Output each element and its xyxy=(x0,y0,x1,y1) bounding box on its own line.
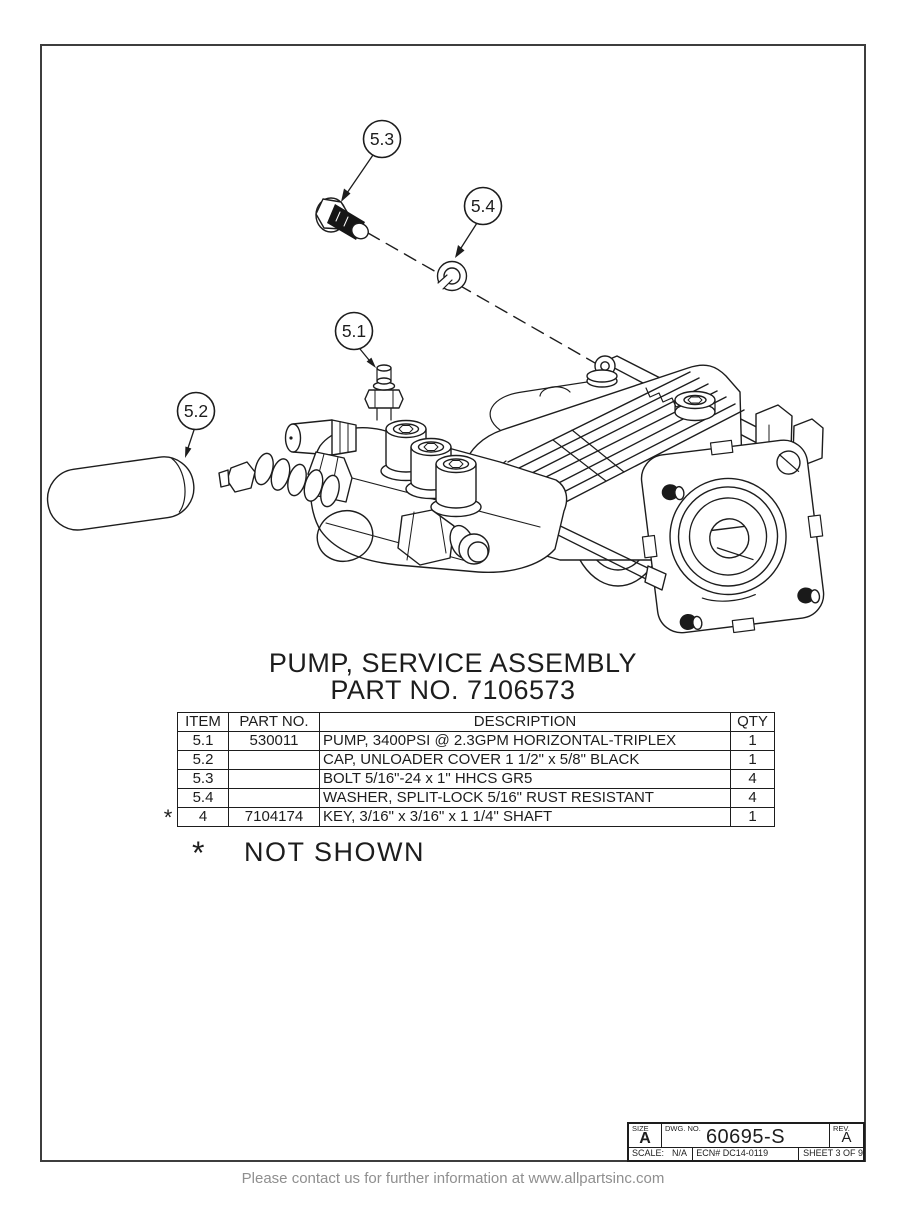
cell-description: WASHER, SPLIT-LOCK 5/16" RUST RESISTANT xyxy=(319,788,731,808)
dwg-no-cell: DWG. NO. 60695-S xyxy=(662,1124,830,1147)
flange-stud xyxy=(661,484,821,631)
balloon-5-1 xyxy=(334,311,374,351)
table-row: 5.2 CAP, UNLOADER COVER 1 1/2" x 5/8" BL… xyxy=(177,750,775,770)
title-block-top-row: SIZE A DWG. NO. 60695-S REV. A xyxy=(629,1124,863,1148)
not-shown-label: NOT SHOWN xyxy=(244,837,425,867)
ecn-cell: ECN# DC14-0119 xyxy=(692,1148,800,1160)
balloon-5-4 xyxy=(463,186,503,226)
not-shown-row-marker: * xyxy=(163,805,173,830)
header-description: DESCRIPTION xyxy=(319,712,731,732)
cell-part-no xyxy=(228,788,320,808)
assembly-axis-dashed-line xyxy=(367,232,603,368)
scale-value: N/A xyxy=(672,1148,688,1158)
outlet-fitting-drawing xyxy=(397,509,490,566)
size-value: A xyxy=(639,1130,651,1147)
balloon-5-2 xyxy=(176,391,216,431)
header-qty: QTY xyxy=(730,712,775,732)
balloon-5-2-label: 5.2 xyxy=(184,401,208,421)
cell-item: 4 xyxy=(177,807,229,827)
valve-cap-drawing xyxy=(380,419,482,518)
size-label: SIZE xyxy=(632,1124,649,1133)
washer-drawing xyxy=(436,260,468,292)
size-cell: SIZE A xyxy=(629,1124,662,1147)
table-row: 5.4 WASHER, SPLIT-LOCK 5/16" RUST RESIST… xyxy=(177,788,775,808)
dwg-no-label: DWG. NO. xyxy=(665,1124,701,1133)
drawing-title-line1: PUMP, SERVICE ASSEMBLY xyxy=(268,648,638,678)
balloon-5-1-label: 5.1 xyxy=(342,321,366,341)
rev-cell: REV. A xyxy=(830,1124,863,1147)
balloon-5-4-label: 5.4 xyxy=(471,196,496,216)
table-row: 5.3 BOLT 5/16"-24 x 1" HHCS GR5 4 xyxy=(177,769,775,789)
cell-part-no: 530011 xyxy=(228,731,320,751)
cell-item: 5.2 xyxy=(177,750,229,770)
parts-table-header-row: ITEM PART NO. DESCRIPTION QTY xyxy=(177,712,775,732)
cell-part-no: 7104174 xyxy=(228,807,320,827)
table-row: 5.1 530011 PUMP, 3400PSI @ 2.3GPM HORIZO… xyxy=(177,731,775,751)
cell-description: CAP, UNLOADER COVER 1 1/2" x 5/8" BLACK xyxy=(319,750,731,770)
balloon-5-3-label: 5.3 xyxy=(370,129,394,149)
unloader-cap-drawing xyxy=(46,456,195,531)
cell-qty: 4 xyxy=(730,769,775,789)
cell-qty: 4 xyxy=(730,788,775,808)
cell-item: 5.1 xyxy=(177,731,229,751)
rev-label: REV. xyxy=(833,1124,850,1133)
not-shown-asterisk: * xyxy=(192,835,205,871)
rev-value: A xyxy=(841,1129,852,1146)
cell-qty: 1 xyxy=(730,731,775,751)
parts-table: ITEM PART NO. DESCRIPTION QTY 5.1 530011… xyxy=(177,712,775,827)
balloon-5-3 xyxy=(362,119,402,159)
callout-balloons: 5.3 5.4 5.1 5.2 xyxy=(176,119,503,458)
unloader-spring-drawing xyxy=(218,451,353,508)
dwg-no-value: 60695-S xyxy=(705,1126,786,1148)
table-row: 4 7104174 KEY, 3/16" x 3/16" x 1 1/4" SH… xyxy=(177,807,775,827)
cell-description: BOLT 5/16"-24 x 1" HHCS GR5 xyxy=(319,769,731,789)
bolt-drawing xyxy=(315,197,369,240)
cell-qty: 1 xyxy=(730,750,775,770)
sheet-cell: SHEET 3 OF 9 xyxy=(803,1148,863,1158)
pump-assembly-drawing xyxy=(218,355,825,634)
cell-item: 5.3 xyxy=(177,769,229,789)
cell-item: 5.4 xyxy=(177,788,229,808)
header-item: ITEM xyxy=(177,712,229,732)
drawing-title-line2: PART NO. 7106573 xyxy=(330,675,576,705)
title-block: SIZE A DWG. NO. 60695-S REV. A SCALE: N/A… xyxy=(627,1122,865,1162)
scale-label: SCALE: xyxy=(632,1148,665,1158)
title-block-bottom-row: SCALE: N/A ECN# DC14-0119 SHEET 3 OF 9 xyxy=(629,1148,863,1160)
side-plug-drawing xyxy=(284,419,357,456)
footer-contact-note: Please contact us for further informatio… xyxy=(241,1170,665,1187)
cell-part-no xyxy=(228,750,320,770)
cell-qty: 1 xyxy=(730,807,775,827)
header-part-no: PART NO. xyxy=(228,712,320,732)
cell-part-no xyxy=(228,769,320,789)
scale-cell: SCALE: N/A xyxy=(629,1148,692,1160)
cell-description: KEY, 3/16" x 3/16" x 1 1/4" SHAFT xyxy=(319,807,731,827)
cell-description: PUMP, 3400PSI @ 2.3GPM HORIZONTAL-TRIPLE… xyxy=(319,731,731,751)
pressure-fitting-drawing xyxy=(364,364,404,421)
